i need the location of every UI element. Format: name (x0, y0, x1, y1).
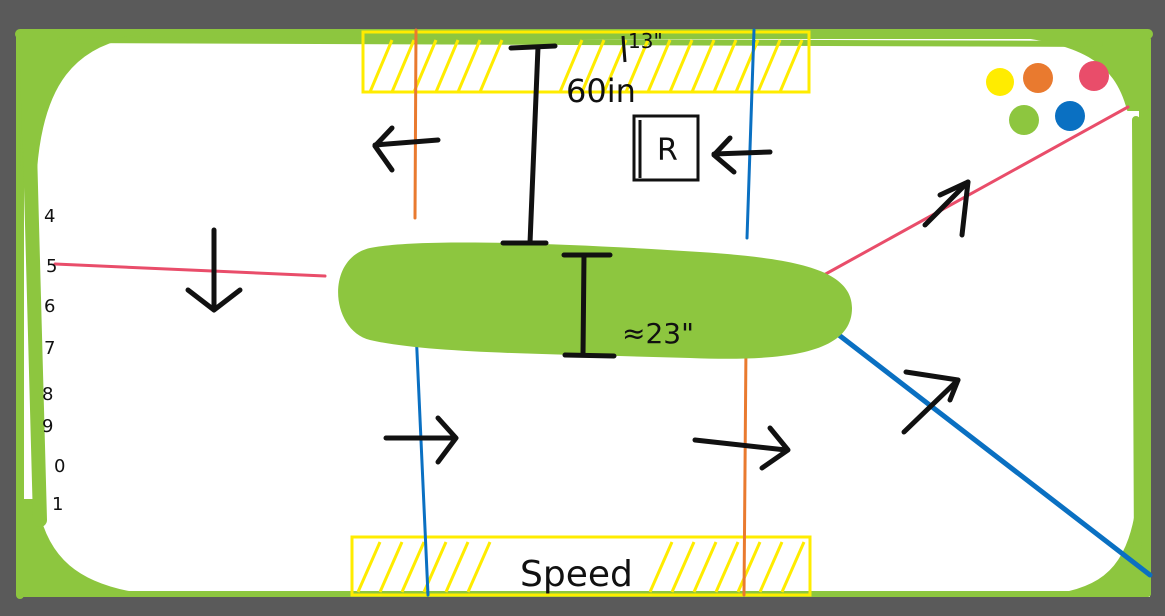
palette-color-pink[interactable] (1079, 61, 1109, 91)
blue-line-bottom (414, 328, 430, 597)
direction-arrows (185, 125, 971, 471)
arrow-down-icon (185, 227, 243, 313)
palette-color-yellow[interactable] (986, 68, 1014, 96)
arrow-up-right-icon (922, 179, 971, 238)
orange-line-bottom (742, 343, 748, 597)
speed-label: Speed (520, 554, 633, 595)
r-box-label: R (657, 133, 678, 168)
margin-number: 4 (44, 206, 55, 227)
margin-number: 0 (54, 456, 65, 477)
blue-line-right (819, 319, 1153, 578)
top-yellow-zone (361, 30, 811, 94)
color-palette[interactable] (986, 61, 1109, 135)
margin-numbers: 4 5 6 7 8 9 0 1 (42, 206, 65, 515)
margin-number: 5 (46, 256, 57, 277)
palette-color-orange[interactable] (1023, 63, 1053, 93)
pink-line-left (53, 262, 327, 278)
green-border (15, 29, 1153, 599)
arrow-right-icon (383, 415, 459, 465)
arrow-left-icon (711, 135, 773, 175)
margin-number: 9 (42, 416, 53, 437)
top-dimension-label: 60in (566, 72, 636, 110)
green-center-shape (338, 242, 852, 359)
arrow-left-icon (372, 125, 441, 173)
margin-number: 6 (44, 296, 55, 317)
margin-number: 1 (52, 494, 63, 515)
small-dimension-label: 13" (628, 29, 663, 53)
dimension-markers (500, 43, 617, 359)
orange-line-top (413, 28, 418, 220)
pink-line-right (820, 105, 1130, 278)
blue-line-top (745, 28, 756, 240)
small-tick (621, 35, 627, 63)
arrow-up-right-icon (901, 369, 961, 435)
margin-number: 8 (42, 384, 53, 405)
colored-lines (53, 28, 1153, 597)
palette-color-blue[interactable] (1055, 101, 1085, 131)
r-box-outline (632, 114, 700, 182)
palette-color-green[interactable] (1009, 105, 1039, 135)
arrow-right-icon (692, 425, 791, 471)
margin-number: 7 (44, 338, 55, 359)
bottom-yellow-zone (350, 535, 812, 597)
width-dimension-label: ≈23" (622, 317, 694, 350)
